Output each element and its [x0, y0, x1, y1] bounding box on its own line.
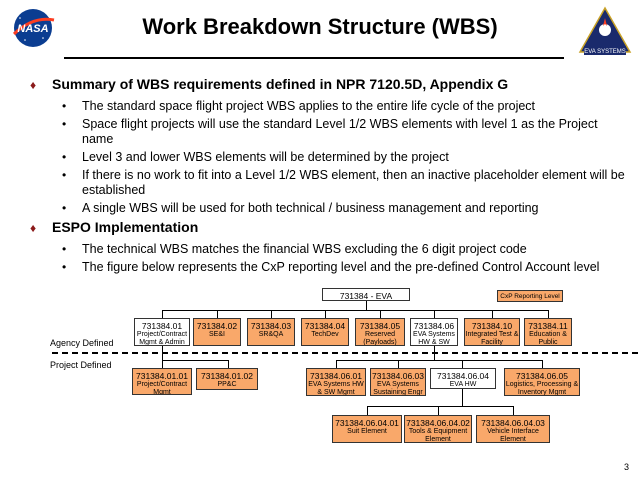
- connector-line: [398, 360, 399, 368]
- connector-line: [162, 310, 163, 318]
- sub-bullet: •The technical WBS matches the financial…: [62, 242, 527, 256]
- connector-line: [462, 360, 463, 368]
- connector-line: [462, 389, 463, 406]
- bullet-list: ♦Summary of WBS requirements defined in …: [28, 76, 628, 278]
- bullet-espo: ♦ESPO Implementation: [30, 219, 199, 235]
- connector-line: [380, 310, 381, 318]
- sub-bullet: •A single WBS will be used for both tech…: [62, 201, 539, 215]
- dot-bullet-icon: •: [62, 260, 67, 274]
- sub-bullet: •Space flight projects will use the stan…: [62, 117, 598, 146]
- connector-line: [434, 310, 435, 318]
- nasa-logo-text: NASA: [17, 23, 48, 35]
- connector-line: [271, 310, 272, 318]
- diamond-bullet-icon: ♦: [30, 221, 37, 235]
- sub-bullet: •If there is no work to fit into a Level…: [62, 168, 625, 197]
- legend-cxp-reporting-level: CxP Reporting Level: [497, 290, 563, 302]
- connector-line: [325, 310, 326, 318]
- connector-line: [336, 360, 542, 361]
- connector-line: [217, 310, 218, 318]
- dot-bullet-icon: •: [62, 242, 67, 256]
- bullet-summary: ♦Summary of WBS requirements defined in …: [30, 76, 509, 92]
- connector-line: [367, 406, 513, 407]
- page-title: Work Breakdown Structure (WBS): [142, 14, 498, 39]
- agency-project-divider: [52, 352, 638, 354]
- wbs-root-node: 731384 - EVA: [322, 288, 410, 301]
- connector-line: [336, 360, 337, 368]
- eva-logo-text: EVA SYSTEMS: [584, 49, 626, 55]
- connector-line: [162, 310, 548, 311]
- dot-bullet-icon: •: [62, 117, 67, 131]
- sub-bullet: •Level 3 and lower WBS elements will be …: [62, 150, 449, 164]
- project-defined-label: Project Defined: [50, 360, 112, 370]
- connector-line: [162, 360, 163, 368]
- dot-bullet-icon: •: [62, 150, 67, 164]
- connector-line: [367, 406, 368, 415]
- nasa-logo: NASA: [10, 8, 56, 48]
- connector-line: [162, 360, 228, 361]
- dot-bullet-icon: •: [62, 168, 67, 182]
- connector-line: [438, 406, 439, 415]
- connector-line: [228, 360, 229, 368]
- eva-systems-logo: EVA SYSTEMS: [578, 6, 632, 58]
- connector-line: [548, 310, 549, 318]
- connector-line: [366, 300, 367, 310]
- dot-bullet-icon: •: [62, 99, 67, 113]
- connector-line: [513, 406, 514, 415]
- title-divider: [64, 57, 564, 59]
- agency-defined-label: Agency Defined: [50, 338, 114, 348]
- dot-bullet-icon: •: [62, 201, 67, 215]
- sub-bullet: •The standard space flight project WBS a…: [62, 99, 536, 113]
- connector-line: [492, 310, 493, 318]
- diamond-bullet-icon: ♦: [30, 78, 37, 92]
- page-number: 3: [624, 462, 630, 472]
- sub-bullet: •The figure below represents the CxP rep…: [62, 260, 600, 274]
- connector-line: [542, 360, 543, 368]
